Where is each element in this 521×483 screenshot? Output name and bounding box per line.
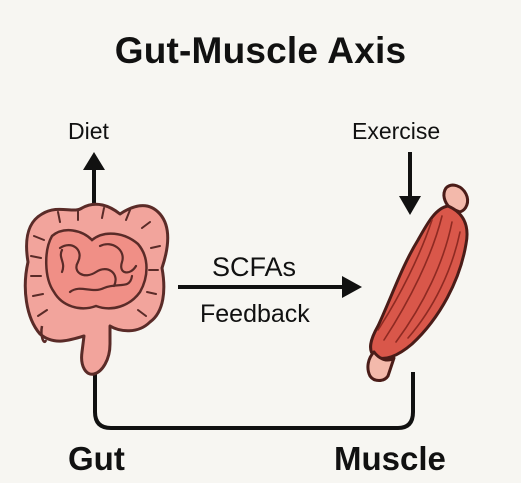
- diet-label: Diet: [68, 118, 109, 144]
- scfas-label: SCFAs: [212, 252, 297, 282]
- gut-label: Gut: [68, 440, 125, 477]
- feedback-label: Feedback: [200, 300, 310, 328]
- intestine-icon: [23, 202, 170, 376]
- page-title: Gut-Muscle Axis: [114, 30, 407, 71]
- exercise-arrow: [399, 152, 421, 215]
- exercise-label: Exercise: [352, 118, 441, 144]
- muscle-icon: [366, 183, 470, 382]
- feedback-loop-line: [93, 370, 415, 430]
- muscle-label: Muscle: [334, 440, 446, 477]
- scfas-arrow: [178, 276, 362, 298]
